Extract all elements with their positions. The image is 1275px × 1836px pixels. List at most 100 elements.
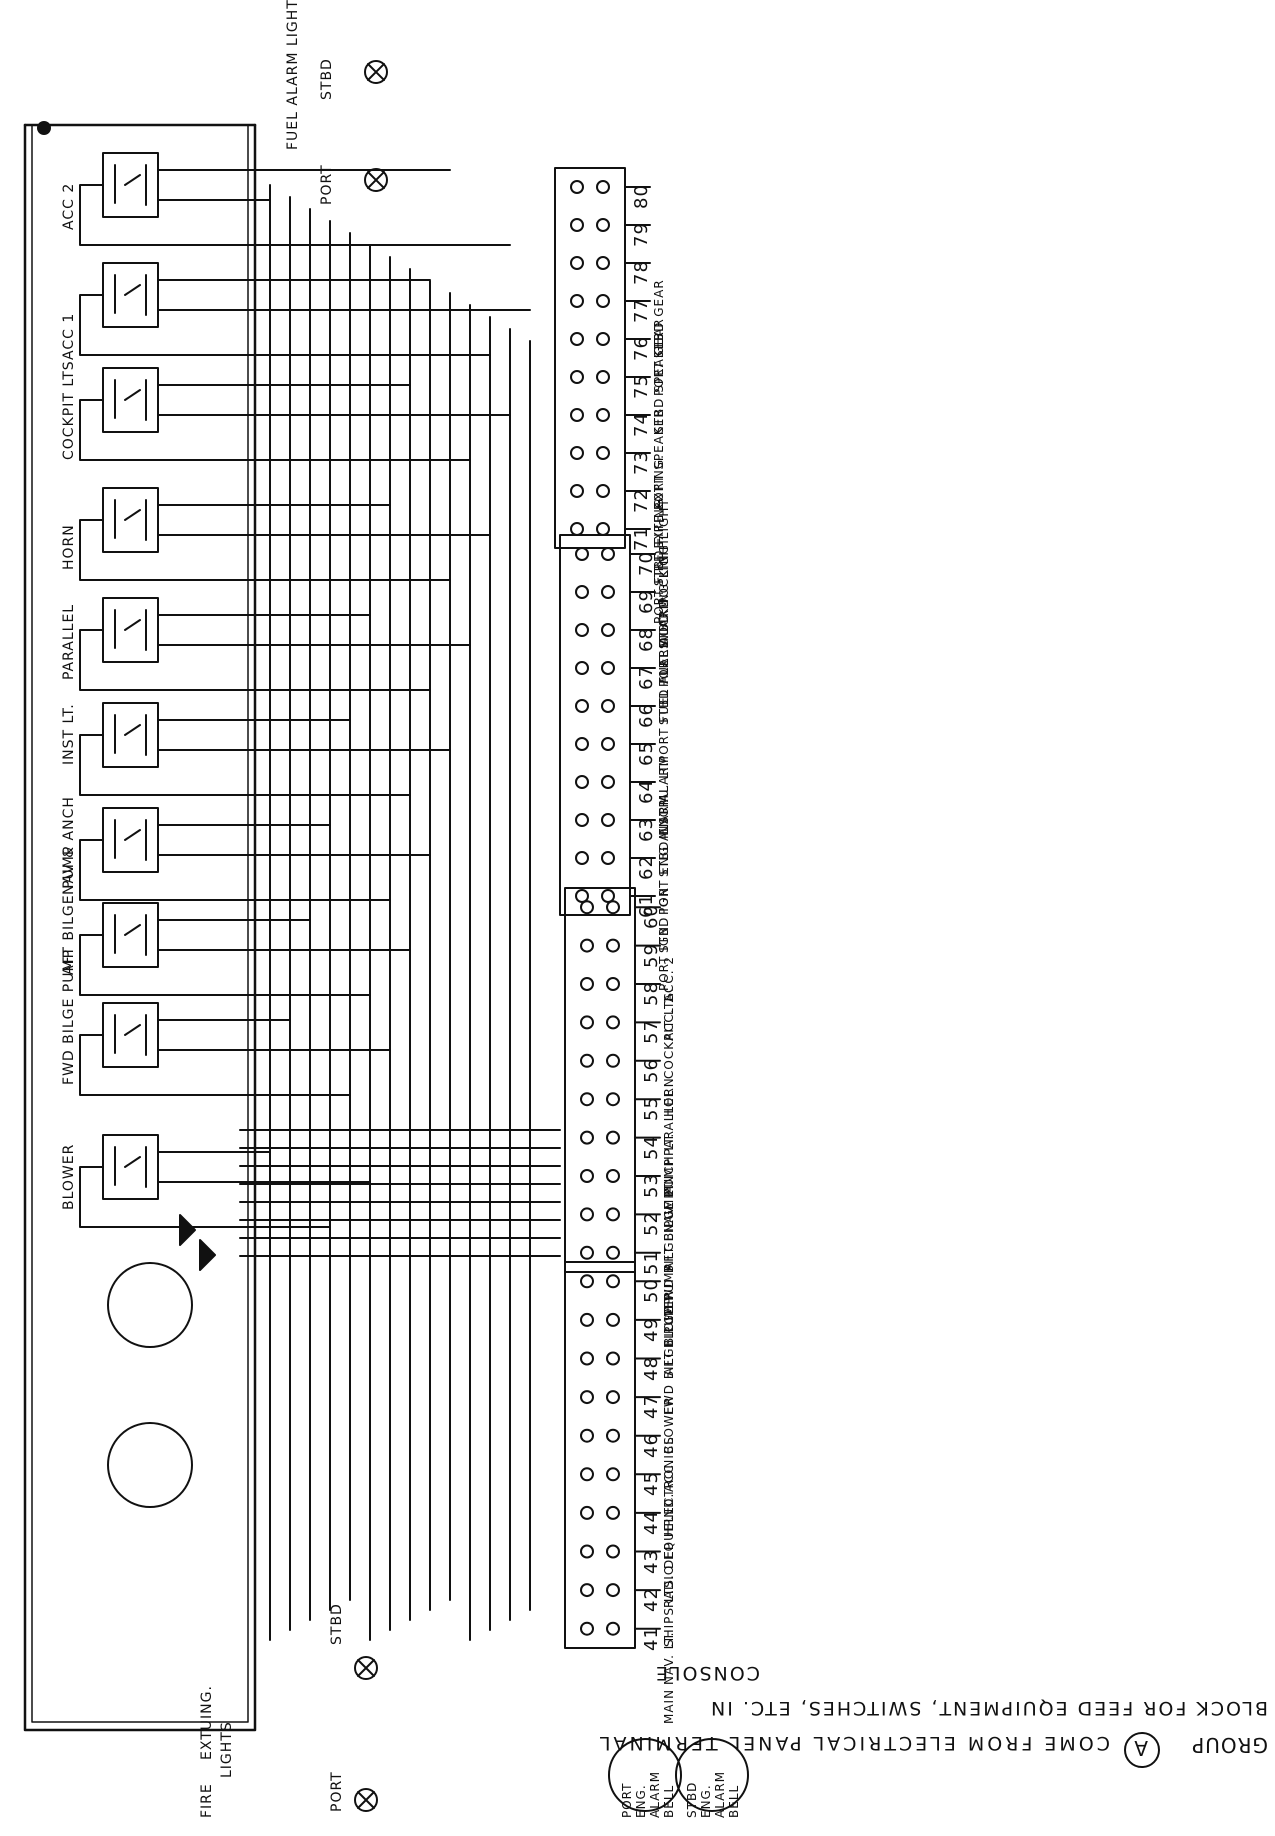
- switch-return-2: [79, 934, 371, 996]
- fire-exting-title-3: LIGHTS: [219, 1721, 235, 1778]
- fire-exting-port-lamp-cross: [357, 1791, 375, 1809]
- terminal-screw: [570, 294, 584, 308]
- terminal-screw: [570, 180, 584, 194]
- terminal-number-57: 57: [641, 1019, 662, 1045]
- terminal-screw: [606, 1312, 620, 1327]
- console-frame: [23, 123, 257, 1732]
- terminal-screw: [580, 1169, 594, 1183]
- switch-return-4: [79, 734, 411, 796]
- terminal-block-51-60: [564, 887, 636, 1273]
- terminal-number-68: 68: [636, 627, 657, 652]
- terminal-number-56: 56: [641, 1057, 662, 1083]
- terminal-screw: [570, 484, 584, 498]
- switch-label-cockpit-lts: COCKPIT LTS: [61, 360, 77, 460]
- terminal-number-42: 42: [641, 1587, 662, 1613]
- switch-feed-9: [157, 169, 451, 201]
- terminal-screw: [606, 1351, 620, 1366]
- terminal-number-71: 71: [631, 526, 652, 551]
- terminal-screw: [606, 1169, 620, 1183]
- terminal-number-75: 75: [631, 374, 652, 399]
- terminal-screw: [575, 699, 589, 713]
- terminal-screw: [601, 547, 615, 561]
- terminal-screw: [596, 294, 610, 308]
- terminal-number-44: 44: [641, 1509, 662, 1535]
- terminal-screw: [575, 889, 589, 903]
- switch-horn: [102, 487, 159, 553]
- terminal-number-78: 78: [631, 260, 652, 285]
- terminal-screw: [580, 1130, 594, 1145]
- terminal-block-61-70: [559, 534, 631, 916]
- terminal-screw: [570, 218, 584, 232]
- switch-feed-8: [157, 279, 531, 311]
- terminal-screw: [601, 813, 615, 827]
- ground-mark: [37, 121, 51, 135]
- terminal-number-46: 46: [641, 1432, 662, 1458]
- terminal-screw: [580, 1274, 594, 1289]
- terminal-label-57: HORN: [662, 1077, 676, 1118]
- terminal-number-61: 61: [636, 893, 657, 918]
- fuel-alarm-port-lamp: [364, 168, 388, 192]
- terminal-screw: [580, 900, 594, 915]
- terminal-screw: [575, 661, 589, 675]
- wire-harness: [79, 169, 561, 1641]
- terminal-number-64: 64: [636, 779, 657, 804]
- terminal-label-78: STBD GEAR: [652, 279, 666, 358]
- switch-return-8: [79, 294, 491, 356]
- receptacle-port: [107, 1262, 193, 1348]
- terminal-screw: [570, 408, 584, 422]
- terminal-screw: [606, 1583, 620, 1598]
- switch-label-nav-anch: NAV & ANCH: [61, 796, 77, 895]
- switch-label-parallel: PARALLEL: [61, 603, 77, 680]
- terminal-screw: [606, 1207, 620, 1222]
- terminal-screw: [601, 889, 615, 903]
- terminal-screw: [575, 737, 589, 751]
- stbd-alarm-bell-label: STBD ENG. ALARM BELL: [685, 1770, 741, 1818]
- switch-blower: [102, 1134, 159, 1200]
- terminal-number-73: 73: [631, 450, 652, 475]
- terminal-number-47: 47: [641, 1394, 662, 1420]
- switch-return-9: [79, 184, 511, 246]
- terminal-screw: [575, 813, 589, 827]
- port-alarm-bell-label: PORT ENG. ALARM BELL: [620, 1770, 676, 1818]
- terminal-number-72: 72: [631, 488, 652, 513]
- switch-return-0: [79, 1166, 331, 1228]
- switch-feed-5: [157, 614, 471, 646]
- switch-contact-horn: [114, 499, 147, 541]
- fuel-alarm-lights-title: FUEL ALARM LIGHTS: [285, 0, 301, 150]
- switch-label-inst-lt: INST LT.: [61, 703, 77, 765]
- terminal-number-65: 65: [636, 741, 657, 766]
- terminal-number-43: 43: [641, 1548, 662, 1574]
- terminal-screw: [606, 1053, 620, 1068]
- terminal-screw: [596, 408, 610, 422]
- terminal-block-41-50: [564, 1261, 636, 1649]
- terminal-screw: [580, 1583, 594, 1598]
- terminal-screw: [580, 1428, 594, 1443]
- terminal-number-74: 74: [631, 412, 652, 437]
- switch-label-blower: BLOWER: [61, 1143, 77, 1210]
- group-letter: A: [1133, 1736, 1148, 1760]
- fuel-alarm-port-lamp-cross: [367, 171, 385, 189]
- switch-acc-1: [102, 262, 159, 328]
- terminal-number-52: 52: [641, 1211, 662, 1237]
- terminal-screw: [601, 851, 615, 865]
- switch-nav-anch: [102, 807, 159, 873]
- terminal-number-48: 48: [641, 1355, 662, 1381]
- fuel-alarm-stbd-label: STBD: [319, 58, 335, 100]
- terminal-screw: [606, 1428, 620, 1443]
- diode-icon: [179, 1214, 196, 1246]
- switch-contact-cockpit-lts: [114, 379, 147, 421]
- terminal-number-50: 50: [641, 1278, 662, 1304]
- group-note-label: GROUP: [1191, 1733, 1268, 1757]
- terminal-screw: [596, 484, 610, 498]
- terminal-screw: [601, 661, 615, 675]
- terminal-screw: [596, 256, 610, 270]
- terminal-screw: [575, 851, 589, 865]
- terminal-screw: [606, 1274, 620, 1289]
- switch-contact-inst-lt: [114, 714, 147, 756]
- fire-exting-title-1: FIRE: [199, 1783, 215, 1818]
- indicator-lamps: [354, 60, 749, 1812]
- receptacle-stbd: [107, 1422, 193, 1508]
- terminal-screw: [575, 547, 589, 561]
- switch-contact-acc-1: [114, 274, 147, 316]
